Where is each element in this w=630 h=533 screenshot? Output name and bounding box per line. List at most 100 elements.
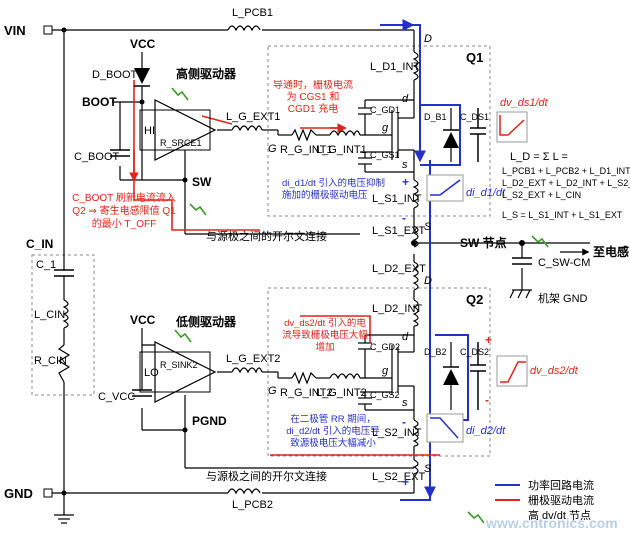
- dv2-note: dv_ds2/dt 引入的电流导致栅极电压大幅增加: [282, 318, 368, 353]
- ld2ext-inductor: [412, 261, 419, 291]
- q1-mosfet: [358, 99, 415, 173]
- q2-label: Q2: [466, 292, 483, 307]
- rcin-label: R_CIN: [34, 355, 67, 367]
- lgint1-label: L_G_INT1: [316, 144, 367, 156]
- lgext1-label: L_G_EXT1: [226, 111, 280, 123]
- high-dvdt-marks: [171, 87, 549, 524]
- lgext2-label: L_G_EXT2: [226, 353, 280, 365]
- ls1int-label: L_S1_INT: [372, 193, 422, 205]
- did1-waveform: [426, 174, 464, 202]
- lcin-inductor: [62, 276, 69, 345]
- cds2-capacitor: [470, 342, 486, 410]
- sw-label: SW: [192, 175, 212, 189]
- c1-label: C_1: [36, 259, 56, 271]
- q2-g-inner-label: g: [382, 365, 389, 377]
- ld2int-label: L_D2_INT: [372, 303, 422, 315]
- cds2-label: C_DS2: [460, 347, 489, 357]
- q1-d-inner-label: d: [402, 93, 409, 105]
- rgint1-resistor: [291, 128, 317, 142]
- kelvin-top-label: 与源极之间的开尔文连接: [206, 229, 327, 243]
- vcc-high-label: VCC: [130, 37, 156, 51]
- vcc-low-label: VCC: [130, 313, 156, 327]
- q2-s-inner-label: s: [402, 397, 408, 409]
- cboot-label: C_BOOT: [74, 151, 120, 163]
- ls1int-inductor: [412, 179, 419, 209]
- low-driver-label: 低侧驱动器: [175, 314, 237, 329]
- q2-plus-label: +: [402, 475, 409, 489]
- q1-drain-label: D: [424, 33, 432, 45]
- cboot-capacitor: [110, 149, 130, 157]
- to-inductor-label: 至电感: [593, 244, 629, 259]
- rsink2-label: R_SINK2: [160, 360, 198, 370]
- ld1int-inductor: [412, 51, 419, 81]
- q2-mosfet: [358, 334, 415, 411]
- wires: [48, 29, 590, 515]
- dvds2-label: dv_ds2/dt: [530, 365, 579, 377]
- lpcb1-label: L_PCB1: [232, 7, 273, 19]
- q1-g-outer-label: G: [268, 143, 277, 155]
- gate-drive-arrows: [129, 123, 347, 182]
- db2-label: D_B2: [424, 347, 447, 357]
- eq-ld-line1: L_PCB1 + L_PCB2 + L_D1_INT +: [502, 166, 630, 176]
- dboot-diode: [134, 68, 150, 87]
- rgint2-label: R_G_INT2: [280, 387, 333, 399]
- cds1-capacitor: [470, 108, 486, 162]
- low-side-driver: [139, 341, 217, 403]
- lo-label: LO: [144, 367, 159, 379]
- hi-label: HI: [144, 125, 155, 137]
- turn-on-note: 导通时，栅极电流为 CGS1 和 CGD1 充电: [273, 80, 353, 115]
- kelvin-bottom-label: 与源极之间的开尔文连接: [206, 469, 327, 483]
- rgint1-label: R_G_INT1: [280, 144, 333, 156]
- csw-cm-label: C_SW-CM: [538, 257, 590, 269]
- cds2-minus-label: -: [485, 393, 489, 407]
- ld2ext-label: L_D2_EXT: [372, 263, 426, 275]
- rr-note: 在二极管 RR 期间，di_d2/dt 引入的电压导致源极电压大幅减小: [286, 414, 380, 449]
- cin-box: [31, 254, 95, 396]
- cgs1-label: C_GS1: [370, 150, 400, 160]
- c1-capacitor: [54, 269, 74, 277]
- watermark: www.cntronics.com: [485, 515, 618, 531]
- db2-diode: [443, 342, 459, 410]
- vin-label: VIN: [4, 23, 26, 38]
- cgs2-label: C_GS2: [370, 390, 400, 400]
- cin-label: C_IN: [26, 237, 53, 251]
- legend-gate-drive: 栅极驱动电流: [528, 493, 594, 507]
- di1-note: di_d1/dt 引入的电压抑制施加的栅极驱动电压: [282, 178, 385, 201]
- vin-terminal-icon: [43, 25, 53, 35]
- legend-high-dvdt: 高 dv/dt 节点: [528, 508, 591, 522]
- rcin-resistor: [57, 344, 71, 383]
- boot-label: BOOT: [82, 95, 117, 109]
- q1-s-inner-label: s: [402, 159, 408, 171]
- q1-plus-label: +: [402, 175, 409, 189]
- eq-ld-sum: L_D = Σ L =: [510, 151, 568, 163]
- did2-waveform: [426, 413, 464, 443]
- lpcb2-label: L_PCB2: [232, 499, 273, 511]
- cds1-label: C_DS1: [460, 112, 489, 122]
- db1-label: D_B1: [424, 112, 447, 122]
- gnd-terminal-icon: [43, 488, 53, 498]
- eq-ls-sum: L_S = L_S1_INT + L_S1_EXT: [502, 210, 623, 220]
- sw-node-label: SW 节点: [460, 235, 507, 250]
- lpcb1-inductor: [227, 25, 261, 32]
- q2-drain-label: D: [424, 275, 432, 287]
- q2-s-outer-label: S: [424, 463, 432, 475]
- cgd2-label: C_GD2: [370, 342, 400, 352]
- did2-label: di_d2/dt: [466, 425, 506, 437]
- lgint2-label: L_G_INT2: [316, 387, 367, 399]
- dvds1-waveform: [496, 111, 528, 143]
- power-loop-arrows: [400, 19, 436, 499]
- q1-package-box: [267, 45, 491, 217]
- eq-ld-line2: L_D2_EXT + L_D2_INT + L_S2_INT +: [502, 178, 630, 188]
- high-driver-label: 高侧驱动器: [176, 66, 237, 81]
- lgint1-inductor: [329, 130, 361, 137]
- csw-cm-capacitor: [512, 257, 532, 265]
- rgint2-resistor: [291, 371, 317, 385]
- ls2int-label: L_S2_INT: [372, 427, 422, 439]
- gnd-label: GND: [4, 486, 33, 501]
- q1-g-inner-label: g: [382, 122, 389, 134]
- cvcc-capacitor: [132, 389, 152, 397]
- lgint2-inductor: [329, 373, 361, 380]
- chassis-gnd-label: 机架 GND: [538, 291, 588, 305]
- q1-s-outer-label: S: [424, 221, 432, 233]
